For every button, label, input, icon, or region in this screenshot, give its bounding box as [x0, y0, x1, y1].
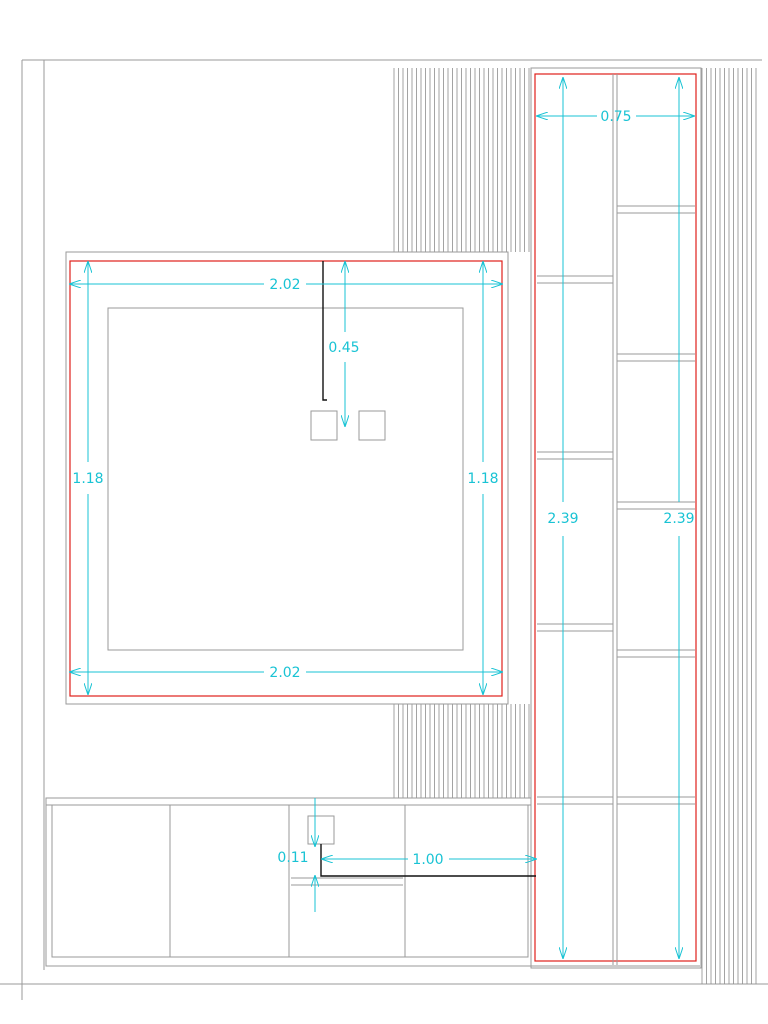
slat-cladding-upper — [393, 68, 530, 252]
cable-line-upper — [322, 261, 327, 401]
tv-panel — [65, 251, 509, 705]
socket-box — [307, 815, 335, 845]
slat-cladding-lower — [393, 704, 530, 798]
dim-cabinet-width: 0.75 — [600, 109, 631, 125]
dim-cabinet-height-left: 2.39 — [547, 511, 578, 527]
slat-cladding-right — [701, 68, 757, 984]
tall-cabinet-highlight — [534, 73, 697, 962]
media-console — [45, 797, 700, 967]
outlet-box-right — [358, 410, 386, 441]
dimension-labels: 2.02 2.02 1.18 1.18 0.45 0.75 2.39 2.39 … — [72, 109, 694, 868]
dim-run-length: 1.00 — [412, 852, 443, 868]
dim-outlet-drop: 0.45 — [328, 340, 359, 356]
dim-panel-width-top: 2.02 — [269, 277, 300, 293]
tv-screen — [107, 307, 464, 651]
dim-panel-height-right: 1.18 — [467, 471, 498, 487]
cable-line-lower — [320, 844, 536, 877]
left-shelves — [537, 275, 613, 805]
outlet-box-left — [310, 410, 338, 441]
wall-outline — [0, 59, 768, 1000]
dimension-lines — [70, 78, 694, 958]
dim-cabinet-height-right: 2.39 — [663, 511, 694, 527]
tall-cabinet — [530, 67, 702, 969]
dim-panel-width-bottom: 2.02 — [269, 665, 300, 681]
right-shelves — [617, 205, 695, 805]
tv-panel-highlight — [69, 260, 503, 697]
dim-socket-height: 0.11 — [277, 850, 308, 866]
dim-panel-height-left: 1.18 — [72, 471, 103, 487]
